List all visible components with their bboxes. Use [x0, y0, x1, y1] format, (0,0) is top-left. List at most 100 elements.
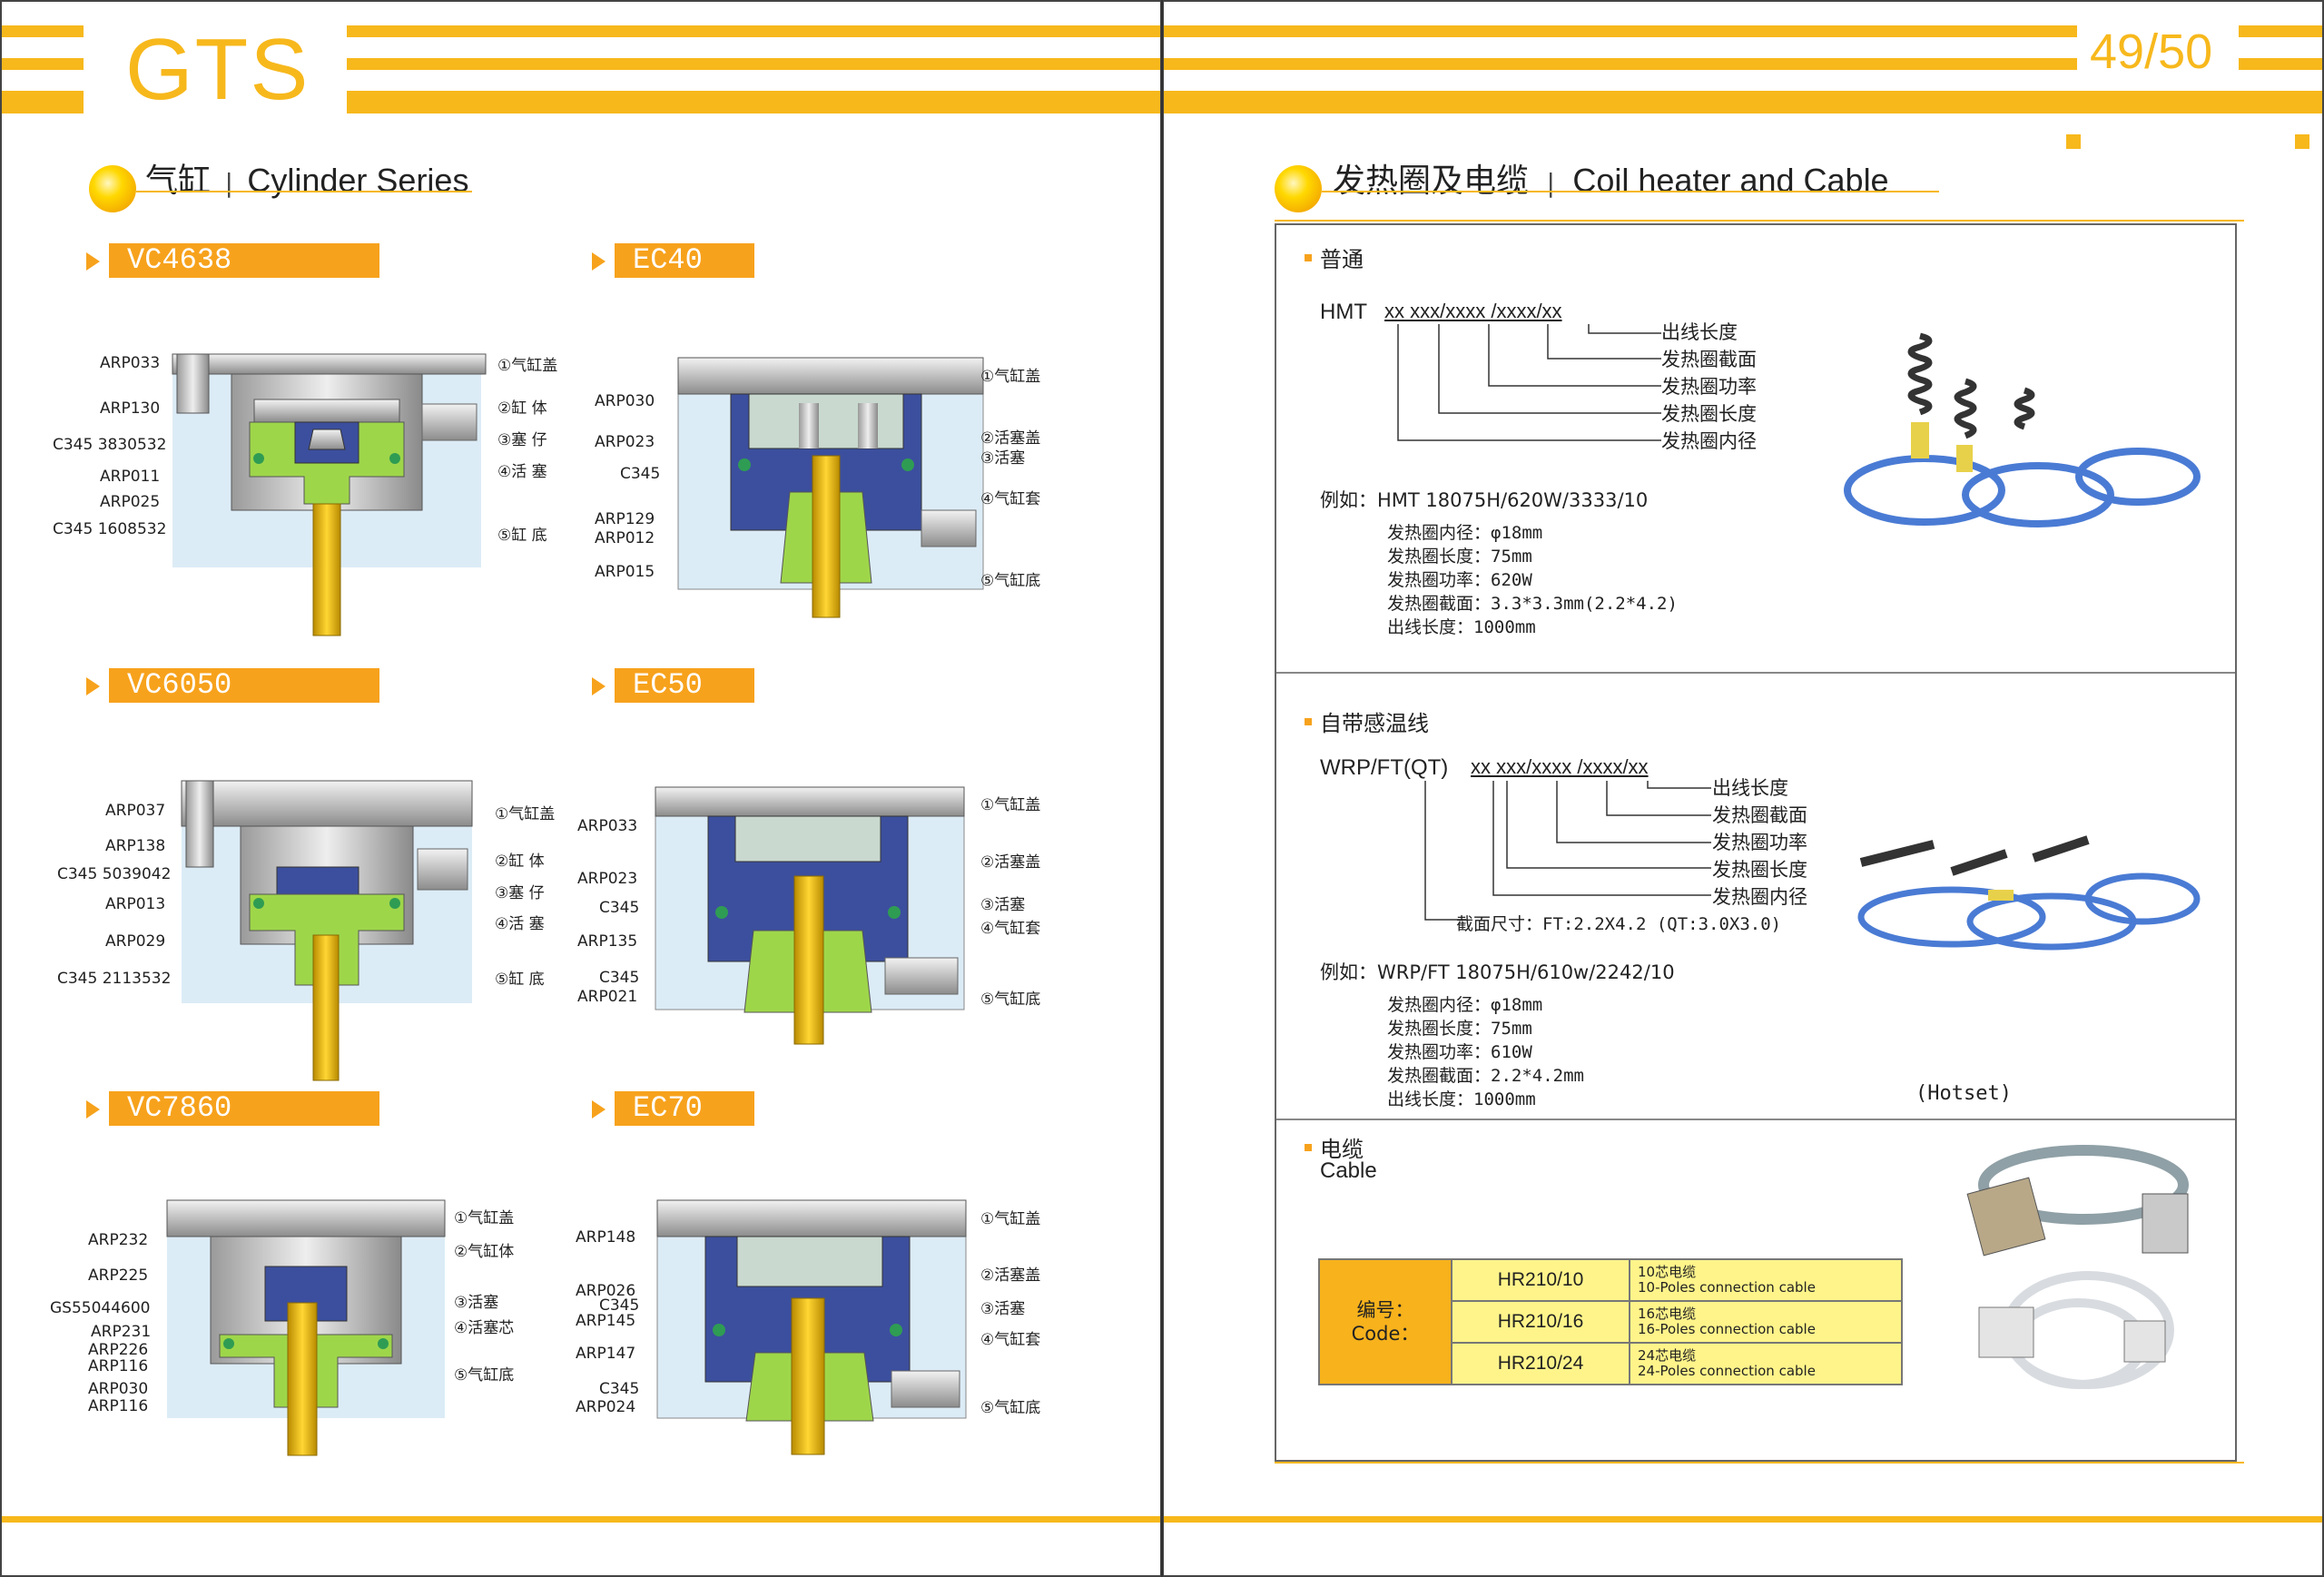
cable-desc-cn: 16芯电缆: [1638, 1306, 1697, 1322]
callout-right: ④活 塞: [495, 915, 545, 933]
callout-right: ③塞 仔: [495, 884, 545, 902]
callout-left: ARP013: [105, 895, 166, 913]
callout-right: ②活塞盖: [980, 853, 1041, 872]
cable-desc-en: 16-Poles connection cable: [1638, 1321, 1816, 1337]
spec-line: 发热圈功率：610W: [1387, 1042, 1532, 1062]
callout-left: ARP138: [105, 837, 166, 855]
decor-square: [2066, 134, 2081, 149]
table-row: 编号： Code： HR210/10 10芯电缆 10-Poles connec…: [1318, 1258, 1903, 1385]
callout-label: 发热圈功率: [1712, 832, 1807, 853]
callout-right: ⑤气缸底: [980, 1399, 1041, 1417]
callout-right: ④气缸套: [980, 920, 1041, 938]
spec-line: 发热圈内径：φ18mm: [1387, 995, 1543, 1015]
model-tag-ec40: EC40: [615, 243, 754, 278]
callout-left: ARP030: [595, 392, 655, 410]
triangle-icon: [592, 1100, 606, 1119]
cylinder-diagram-ec40: [677, 357, 984, 618]
model-tag-vc4638: VC4638: [109, 243, 379, 278]
cylinder-diagram-vc6050: [181, 780, 473, 1081]
callout-label: 发热圈内径: [1661, 430, 1757, 452]
section-underline: [136, 191, 472, 192]
callout-right: ①气缸盖: [495, 805, 556, 823]
cylinder-diagram-ec50: [655, 786, 965, 1045]
title-sep: |: [224, 168, 233, 198]
example-text: 例如：WRP/FT 18075H/610w/2242/10: [1320, 961, 1675, 983]
callout-right: ①气缸盖: [980, 796, 1041, 814]
cable-code: HR210/24: [1451, 1342, 1630, 1385]
callout-right: ⑤缸 底: [497, 527, 547, 545]
callout-left: ARP116: [88, 1397, 149, 1415]
callout-right: ②气缸体: [454, 1243, 515, 1261]
cylinder-diagram-vc4638: [172, 353, 487, 636]
coil-heater-sensor-image: [1857, 835, 2201, 951]
panel-bottom-line: [1275, 1462, 2244, 1464]
header-stripe: [1162, 91, 2324, 113]
callout-right: ①气缸盖: [980, 368, 1041, 386]
callout-left: C345: [620, 465, 661, 483]
heading-sensor: 自带感温线: [1320, 711, 1429, 736]
callout-right: ⑤气缸底: [454, 1366, 515, 1385]
title-cn: 气缸: [145, 163, 212, 200]
spec-line: 发热圈长度：75mm: [1387, 547, 1532, 567]
callout-left: ARP130: [100, 399, 161, 418]
callout-left: ARP147: [576, 1345, 636, 1363]
cylinder-diagram-ec70: [656, 1199, 967, 1455]
callout-right: ③活塞: [454, 1294, 499, 1312]
header-stripe: [2239, 25, 2324, 37]
callout-label: 发热圈功率: [1661, 376, 1757, 398]
cable-image: [1966, 1145, 2189, 1389]
callout-right: ③活塞: [980, 1300, 1026, 1318]
spec-line: 发热圈截面：3.3*3.3mm(2.2*4.2): [1387, 594, 1678, 614]
callout-left: ARP135: [577, 932, 638, 951]
example-text: 例如：HMT 18075H/620W/3333/10: [1320, 489, 1649, 511]
callout-left: C345 1608532: [53, 520, 167, 538]
callout-right: ⑤缸 底: [495, 971, 545, 989]
heading-bullet-icon: [1305, 718, 1312, 725]
callout-right: ②缸 体: [495, 853, 545, 871]
page-spine: [1161, 0, 1163, 1577]
coil-heater-image: [1844, 332, 2201, 527]
code-label-en: Code：: [1351, 1323, 1420, 1345]
callout-right: ④活塞芯: [454, 1319, 515, 1337]
cable-desc-en: 10-Poles connection cable: [1638, 1279, 1816, 1296]
heading-bullet-icon: [1305, 1144, 1312, 1151]
spec-line: 发热圈长度：75mm: [1387, 1019, 1532, 1039]
callout-left: C345: [599, 969, 640, 987]
callout-left: C345: [599, 1380, 640, 1398]
cylinder-diagram-vc7860: [166, 1199, 446, 1456]
callout-right: ①气缸盖: [497, 357, 558, 375]
cable-desc-en: 24-Poles connection cable: [1638, 1363, 1816, 1379]
callout-left: ARP021: [577, 988, 638, 1006]
title-cn: 发热圈及电缆: [1333, 163, 1530, 200]
triangle-icon: [86, 1100, 100, 1119]
callout-left: GS55044600: [50, 1299, 151, 1317]
callout-right: ③活塞: [980, 896, 1026, 914]
code-label-cn: 编号：: [1356, 1299, 1414, 1321]
section-bullet-icon: [1275, 165, 1322, 212]
callout-left: ARP231: [91, 1323, 152, 1341]
section-title-coil: 发热圈及电缆 | Coil heater and Cable: [1333, 154, 1889, 202]
model-tag-ec50: EC50: [615, 668, 754, 703]
callout-left: C345: [599, 1296, 640, 1315]
cable-code: HR210/16: [1451, 1300, 1630, 1344]
cable-desc: 24芯电缆 24-Poles connection cable: [1629, 1342, 1903, 1385]
callout-right: ③塞 仔: [497, 431, 547, 449]
cable-desc-cn: 10芯电缆: [1638, 1264, 1697, 1280]
heading-normal: 普通: [1320, 247, 1364, 272]
callout-left: ARP129: [595, 510, 655, 528]
spec-line: 出线长度：1000mm: [1387, 1089, 1536, 1109]
callout-label: 发热圈长度: [1661, 403, 1757, 425]
callout-right: ④活 塞: [497, 463, 547, 481]
cable-desc-cn: 24芯电缆: [1638, 1347, 1697, 1364]
callout-left: ARP023: [595, 433, 655, 451]
callout-left: ARP024: [576, 1398, 636, 1416]
callout-left: ARP226: [88, 1341, 149, 1359]
panel-divider: [1276, 1119, 2235, 1120]
heading-cable-en: Cable: [1320, 1158, 1377, 1183]
code-label-cell: 编号： Code：: [1318, 1258, 1452, 1385]
callout-right: ①气缸盖: [980, 1210, 1041, 1228]
title-en: Cylinder Series: [247, 162, 469, 199]
section-note: 截面尺寸：FT:2.2X4.2 (QT:3.0X3.0): [1456, 914, 1782, 934]
heading-bullet-icon: [1305, 254, 1312, 261]
callout-right: ②活塞盖: [980, 429, 1041, 448]
